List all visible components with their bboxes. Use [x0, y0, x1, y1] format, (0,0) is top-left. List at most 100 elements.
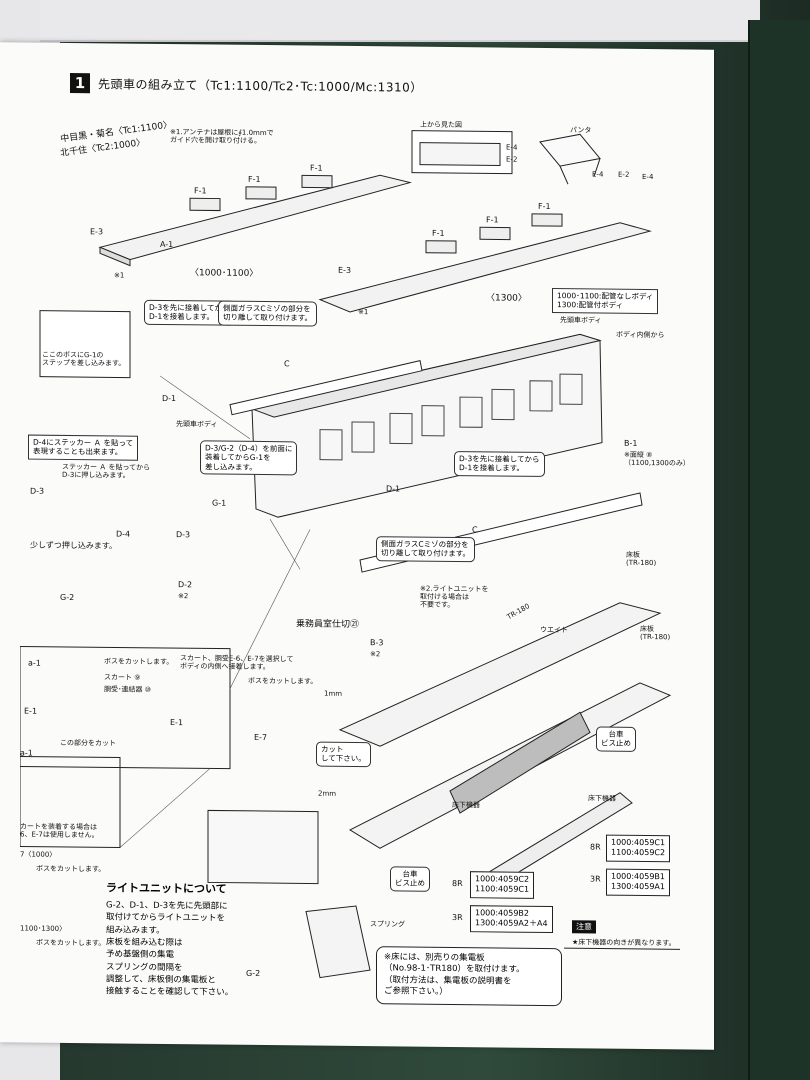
label-c-lower: C	[472, 525, 478, 535]
f1-part-d	[425, 240, 457, 254]
label-e3-b: E-3	[338, 265, 352, 275]
label-d1-upper: D-1	[162, 393, 177, 404]
label-roof-1300: 〈1300〉	[486, 293, 527, 304]
label-skirt: スカート ⑨	[104, 673, 141, 682]
bogie-note-a: 台車 ビス止め	[596, 726, 636, 752]
section-title-text: 先頭車の組み立て（Tc1:1100/Tc2･Tc:1000/Mc:1310）	[98, 76, 423, 95]
label-e2-top: E-2	[506, 155, 518, 164]
mark-1-b: ※1	[358, 308, 369, 317]
label-lead-body-top: 先頭車ボディ	[560, 316, 602, 325]
part-numbers-3r-right: 1000:4059B1 1300:4059A1	[606, 868, 670, 897]
f1-part-c	[301, 174, 333, 189]
side-glass-note-a: 側面ガラスCミゾの部分を 切り離して取り付けます。	[218, 300, 318, 327]
f1-part-e	[479, 226, 511, 241]
label-e3-a: E-3	[90, 227, 104, 237]
label-f1-c: F-1	[310, 163, 323, 173]
section-title: 1 先頭車の組み立て（Tc1:1100/Tc2･Tc:1000/Mc:1310）	[70, 72, 423, 97]
f1-part-f	[531, 213, 563, 227]
label-f1-f: F-1	[538, 201, 551, 212]
b1-note: ※面縦 ⑧ （1100,1300のみ）	[624, 450, 690, 468]
weight-part	[449, 711, 591, 814]
side-glass-c-upper	[229, 360, 423, 416]
label-lead-body-mid: 先頭車ボディ	[176, 420, 218, 429]
label-f1-e: F-1	[486, 215, 499, 225]
label-underfloor-a: 床下機器	[452, 800, 480, 810]
mark-1-a: ※1	[114, 271, 125, 280]
label-a1-small-a: a-1	[28, 658, 41, 668]
label-boss-1100-1300: 1100･1300〉	[20, 924, 67, 933]
this-part-cut-note: この部分をカット	[60, 738, 116, 748]
push-little-note: 少しずつ押し込みます。	[30, 540, 118, 551]
label-coupler: 胴受･連結器 ⑩	[104, 685, 152, 694]
skirt-mount-note: カートを装着する場合は 6、E-7は使用しません。	[20, 822, 99, 840]
label-two-mm: 2mm	[318, 789, 337, 798]
label-g2-a: G-2	[60, 592, 75, 603]
label-spring: スプリング	[370, 920, 405, 929]
label-crew-room: 乗務員室仕切㉑	[296, 619, 360, 631]
label-a1-small-b: a-1	[20, 748, 33, 758]
light-unit-part	[305, 905, 371, 979]
mark-2-b: ※2	[370, 650, 381, 659]
label-d3-b: D-3	[176, 530, 191, 540]
d3-first-note-b: D-3を先に接着してから D-1を接着します。	[454, 451, 545, 477]
boss-cut-note-c: ボスをカットします。	[36, 864, 106, 874]
label-b3: B-3	[370, 638, 384, 648]
label-b1: B-1	[624, 438, 638, 448]
label-e2: E-2	[618, 170, 630, 179]
label-d2: D-2	[178, 580, 193, 590]
label-weight: ウエイト	[540, 625, 568, 635]
d3-g2-note: D-3/G-2（D-4）を前面に 装着してからG-1を 差し込みます。	[200, 440, 298, 476]
label-d4: D-4	[116, 529, 131, 539]
f1-part-b	[245, 186, 277, 200]
instruction-sheet: 1 先頭車の組み立て（Tc1:1100/Tc2･Tc:1000/Mc:1310）…	[0, 42, 714, 1050]
boss-cut-note-b: ボスをカットします。	[248, 676, 318, 686]
end-car-view	[207, 809, 319, 885]
label-8r-right: 8R	[590, 842, 601, 852]
inset-frame-face	[39, 310, 131, 379]
label-underfloor-b: 床下機器	[588, 794, 616, 803]
d4-sticker-note: D-4にステッカー Ａ を貼って 表現することも出来ます。	[28, 434, 139, 461]
label-f1-b: F-1	[248, 174, 261, 184]
label-floor-tr180-b: 床板 (TR-180)	[640, 624, 671, 642]
cut-please-note: カット して下さい。	[316, 741, 371, 767]
section-number: 1	[70, 72, 90, 94]
collector-note: ※床には、別売りの集電板 （No.98-1･TR180）を取付けます。 （取付方…	[376, 946, 562, 1007]
assembly-diagram	[20, 130, 680, 979]
label-e1-b: E-1	[170, 718, 184, 728]
label-3r-left: 3R	[452, 912, 463, 923]
notice-text: ★床下機器の向きが異なります。	[572, 938, 676, 948]
boss-cut-note-d: ボスをカットします。	[36, 938, 106, 948]
folder-top-edge	[40, 0, 760, 42]
roof-1000-1100	[98, 174, 412, 267]
light-unit-heading: ライトユニットについて	[106, 881, 227, 896]
label-g1: G-1	[212, 498, 227, 508]
label-e7: E-7	[254, 732, 268, 743]
inset-frame-cut	[20, 755, 121, 849]
body-diff-note: 1000･1100:配管なしボディ 1300:配管付ボディ	[552, 288, 659, 314]
binder-right-flap	[748, 20, 810, 1080]
antenna-note: ※1.アンテナは屋根に∮1.0mmで ガイド穴を開け取り付ける。	[170, 128, 274, 146]
light-unit-body: G-2、D-1、D-3を先に先頭部に 取付けてからライトユニットを 組み込みます…	[106, 900, 234, 998]
label-c-upper: C	[284, 359, 290, 369]
label-f1-d: F-1	[432, 228, 445, 238]
label-3r-right: 3R	[590, 874, 601, 884]
part-numbers-8r-right: 1000:4059C1 1100:4059C2	[606, 834, 671, 863]
floor-plate-upper	[338, 602, 662, 747]
label-e4-b: E-4	[642, 172, 654, 182]
instruction-content: 1 先頭車の組み立て（Tc1:1100/Tc2･Tc:1000/Mc:1310）…	[20, 66, 704, 1033]
side-glass-note-b: 側面ガラスCミゾの部分を 切り離して取り付けます。	[376, 536, 476, 562]
label-one-mm: 1mm	[324, 689, 343, 698]
side-glass-c-lower	[359, 492, 643, 573]
mark-2-a: ※2	[178, 592, 189, 601]
label-floor-tr180-a: 床板 (TR-180)	[626, 550, 657, 568]
part-numbers-3r-left: 1000:4059B2 1300:4059A2＋A4	[470, 905, 553, 933]
floor-plate-lower	[348, 682, 672, 849]
bogie-note-b: 台車 ビス止め	[390, 866, 430, 892]
inset-frame-skirt	[20, 645, 231, 770]
label-8r-left: 8R	[452, 878, 463, 889]
pantograph	[539, 133, 601, 185]
notice-badge: 注意	[572, 920, 596, 934]
label-d1-lower: D-1	[386, 484, 401, 494]
light-unit-section: ライトユニットについて G-2、D-1、D-3を先に先頭部に 取付けてからライト…	[106, 879, 276, 999]
label-f1-a: F-1	[194, 186, 207, 196]
